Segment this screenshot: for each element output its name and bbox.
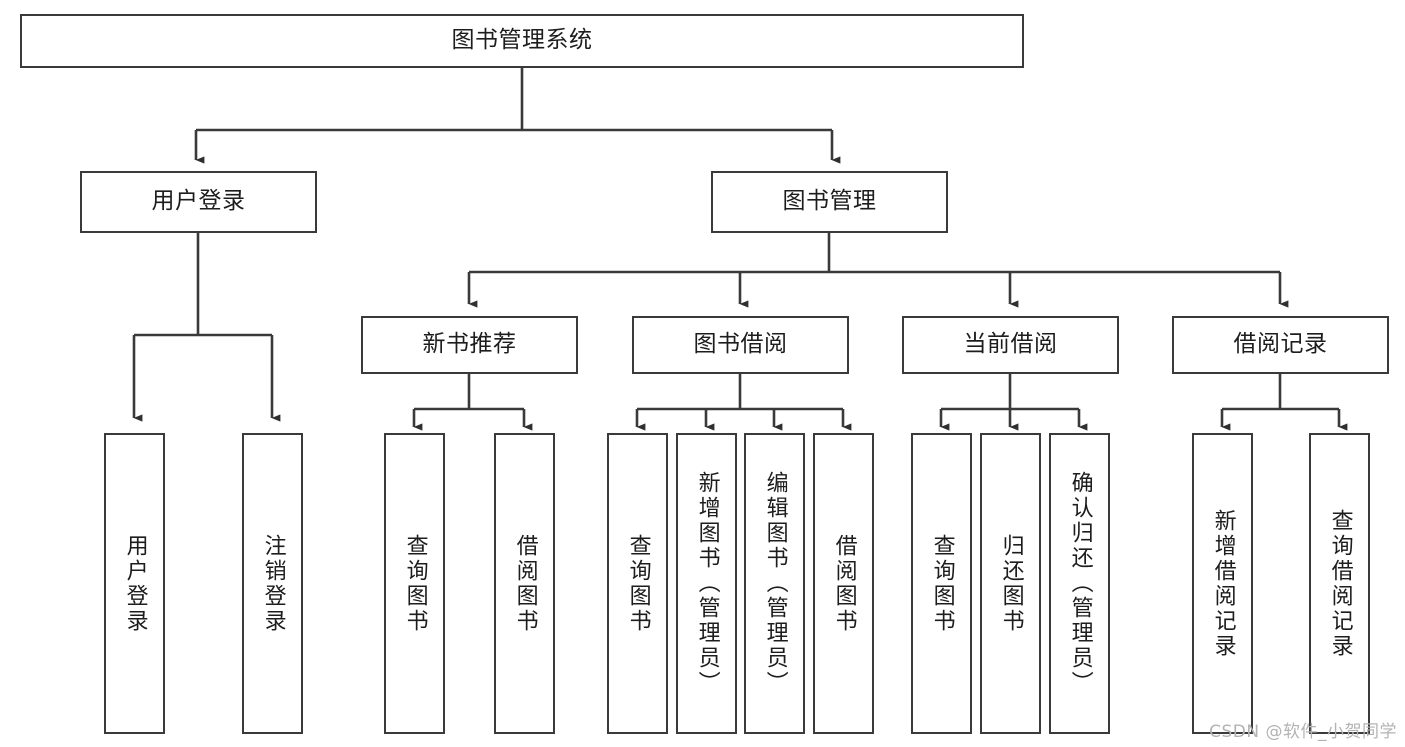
leaf-record-add-record-label: 新增借阅记录 (1210, 508, 1236, 659)
watermark-credit: CSDN @软件_小贺同学 (1209, 722, 1397, 742)
leaf-newbook-borrow-books[interactable]: 借阅图书 (494, 433, 555, 734)
node-book-management[interactable]: 图书管理 (711, 171, 948, 233)
leaf-record-add-record[interactable]: 新增借阅记录 (1192, 433, 1253, 734)
leaf-current-confirm-return-admin[interactable]: 确认归还（管理员） (1049, 433, 1110, 734)
node-new-book-recommend-label: 新书推荐 (422, 331, 517, 358)
leaf-borrow-add-book-admin[interactable]: 新增图书（管理员） (676, 433, 737, 734)
leaf-newbook-query-books[interactable]: 查询图书 (384, 433, 445, 734)
leaf-user-login-signin-label: 用户登录 (122, 533, 148, 634)
node-borrow-record[interactable]: 借阅记录 (1172, 316, 1389, 374)
node-book-management-label: 图书管理 (782, 188, 877, 215)
leaf-user-login-signout-label: 注销登录 (260, 533, 286, 634)
leaf-record-query-record-label: 查询借阅记录 (1327, 508, 1353, 659)
leaf-current-return-books-label: 归还图书 (998, 533, 1024, 634)
leaf-newbook-borrow-books-label: 借阅图书 (512, 533, 538, 634)
leaf-current-query-books[interactable]: 查询图书 (911, 433, 972, 734)
leaf-borrow-query-books[interactable]: 查询图书 (607, 433, 668, 734)
leaf-borrow-query-books-label: 查询图书 (625, 533, 651, 634)
node-current-borrow-label: 当前借阅 (963, 331, 1058, 358)
node-root-system-label: 图书管理系统 (451, 27, 593, 54)
node-new-book-recommend[interactable]: 新书推荐 (361, 316, 578, 374)
leaf-current-return-books[interactable]: 归还图书 (980, 433, 1041, 734)
node-user-login[interactable]: 用户登录 (80, 171, 317, 233)
node-borrow-record-label: 借阅记录 (1233, 331, 1328, 358)
leaf-user-login-signin[interactable]: 用户登录 (104, 433, 165, 734)
node-book-borrow-label: 图书借阅 (693, 331, 788, 358)
leaf-current-confirm-return-admin-label: 确认归还（管理员） (1067, 471, 1093, 696)
node-user-login-label: 用户登录 (151, 188, 246, 215)
leaf-borrow-add-book-admin-label: 新增图书（管理员） (694, 471, 720, 696)
leaf-borrow-borrow-books[interactable]: 借阅图书 (813, 433, 874, 734)
leaf-newbook-query-books-label: 查询图书 (402, 533, 428, 634)
node-root-system[interactable]: 图书管理系统 (20, 14, 1024, 68)
leaf-user-login-signout[interactable]: 注销登录 (242, 433, 303, 734)
leaf-borrow-borrow-books-label: 借阅图书 (831, 533, 857, 634)
node-book-borrow[interactable]: 图书借阅 (632, 316, 849, 374)
leaf-record-query-record[interactable]: 查询借阅记录 (1309, 433, 1370, 734)
leaf-borrow-edit-book-admin[interactable]: 编辑图书（管理员） (744, 433, 805, 734)
leaf-current-query-books-label: 查询图书 (929, 533, 955, 634)
node-current-borrow[interactable]: 当前借阅 (902, 316, 1119, 374)
leaf-borrow-edit-book-admin-label: 编辑图书（管理员） (762, 471, 788, 696)
